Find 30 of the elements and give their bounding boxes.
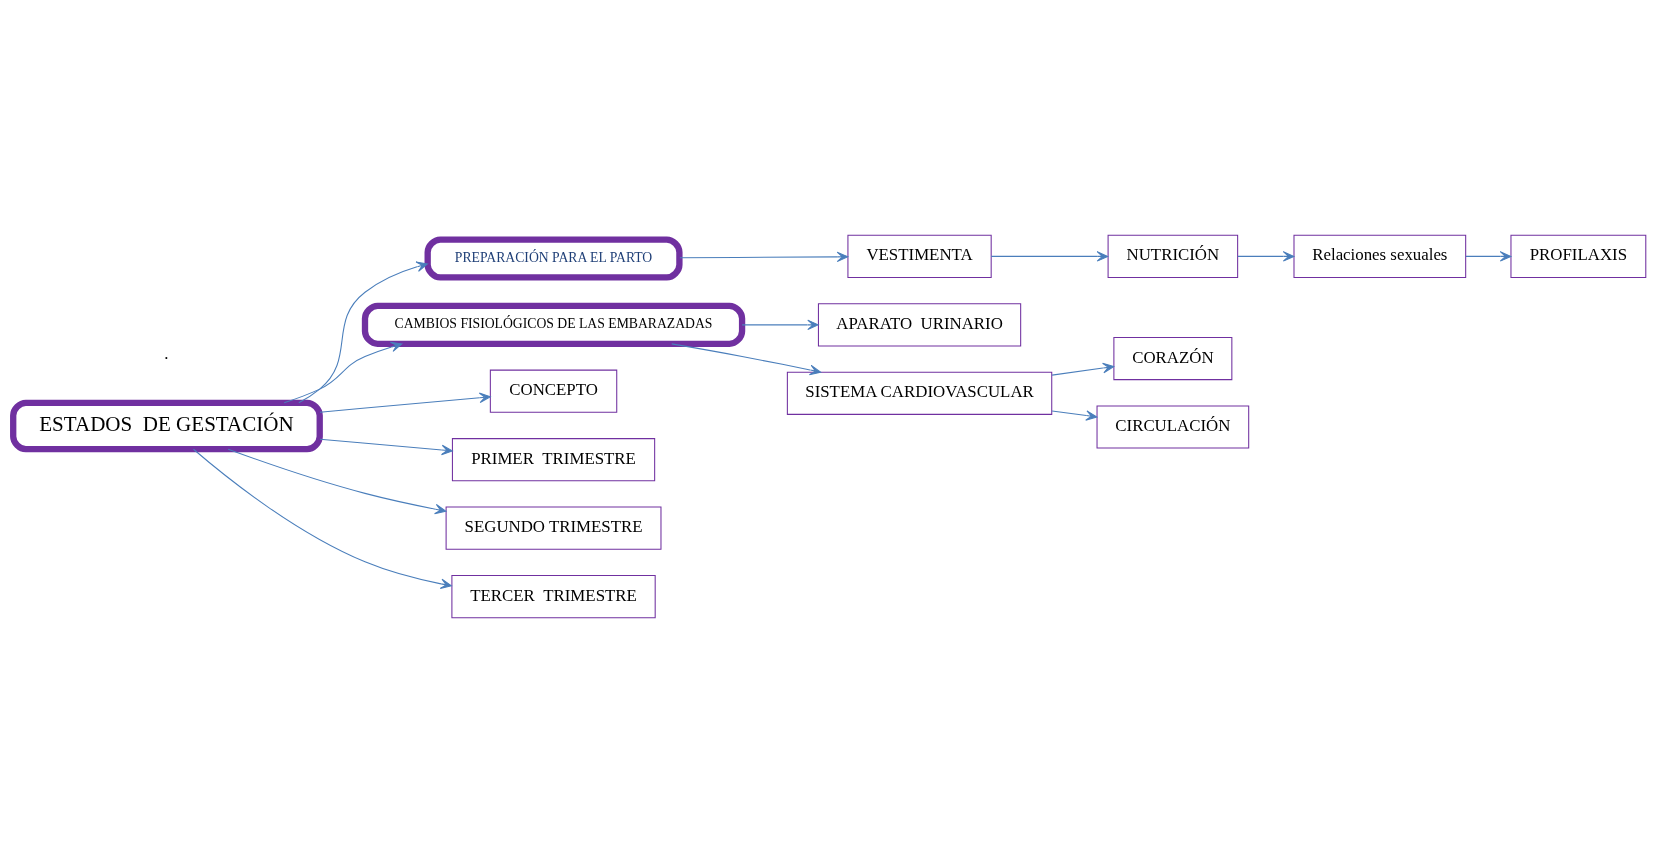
arrow — [741, 319, 819, 330]
arrow — [318, 438, 453, 455]
node-box: CORAZÓN — [1112, 336, 1232, 380]
node-box: NUTRICIÓN — [1107, 234, 1238, 278]
arrow — [1236, 250, 1294, 262]
node-box: APARATO URINARIO — [817, 302, 1021, 346]
node-box: CONCEPTO — [489, 369, 617, 413]
node-box: CIRCULACIÓN — [1096, 404, 1249, 449]
node-box: VESTIMENTA — [846, 234, 992, 278]
node-box: PRIMER TRIMESTRE — [451, 437, 655, 481]
arrow — [670, 342, 821, 375]
arrow — [1051, 409, 1097, 421]
node-box: CAMBIOS FISIOLÓGICOS DE LAS EMBARAZADAS — [361, 302, 745, 347]
node-box: PROFILAXIS — [1509, 234, 1646, 278]
arrow — [297, 261, 428, 403]
node-box: SISTEMA CARDIOVASCULAR — [786, 371, 1052, 415]
arrow — [1051, 362, 1114, 376]
arrow — [678, 251, 848, 262]
arrow — [1464, 250, 1511, 262]
node-box: SEGUNDO TRIMESTRE — [445, 506, 661, 550]
arrow — [227, 448, 446, 514]
arrow — [283, 341, 402, 403]
arrow — [192, 448, 452, 589]
node-box: TERCER TRIMESTRE — [450, 574, 656, 618]
arrow — [990, 250, 1108, 262]
node-box: PREPARACIÓN PARA EL PARTO — [424, 235, 683, 281]
node-box: ESTADOS DE GESTACIÓN — [9, 399, 323, 452]
arrow — [318, 392, 491, 413]
node-box: Relaciones sexuales — [1292, 234, 1466, 278]
label: . — [163, 343, 169, 363]
